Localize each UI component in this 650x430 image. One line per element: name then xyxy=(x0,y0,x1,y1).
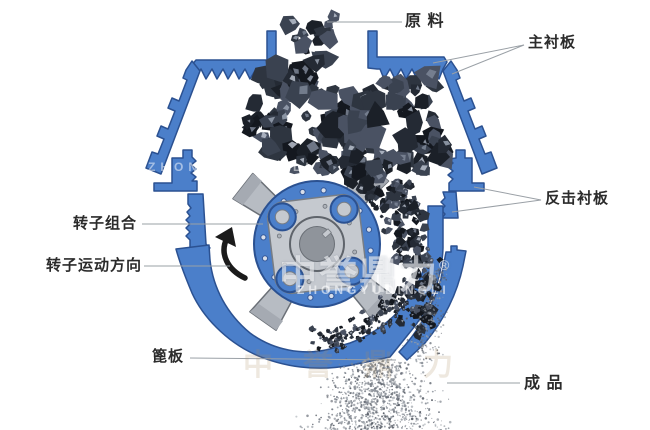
leader-lines xyxy=(142,21,542,384)
rotation-arrow xyxy=(215,227,248,281)
label-rotor-assembly: 转子组合 xyxy=(73,215,138,232)
rotor-assembly xyxy=(232,160,397,331)
shaft-keyway xyxy=(321,228,332,239)
label-grate-plate: 篦板 xyxy=(152,348,185,365)
fine-product-spray xyxy=(295,267,452,430)
side-liner-right xyxy=(442,60,498,175)
leader-impact-liner xyxy=(451,186,542,213)
label-finished-product: 成 品 xyxy=(524,375,564,392)
label-impact-liner: 反击衬板 xyxy=(545,190,610,207)
label-raw-material: 原 料 xyxy=(405,13,445,30)
material-in-discharge xyxy=(308,292,415,354)
top-liner-left xyxy=(190,30,277,80)
impact-liner-left-upper xyxy=(153,149,198,192)
grate-bowl xyxy=(175,205,444,369)
rotation-arrow-head xyxy=(215,227,236,247)
leader-grate-plate xyxy=(189,357,397,361)
crushed-material-stream xyxy=(355,178,444,341)
label-rotor-direction: 转子运动方向 xyxy=(46,257,143,274)
leader-main-liner xyxy=(432,44,525,75)
impact-liner-left-lower xyxy=(185,193,211,249)
side-liner-left xyxy=(145,60,201,175)
label-main-liner: 主衬板 xyxy=(528,34,577,51)
raw-material-rock-pile xyxy=(241,9,454,195)
